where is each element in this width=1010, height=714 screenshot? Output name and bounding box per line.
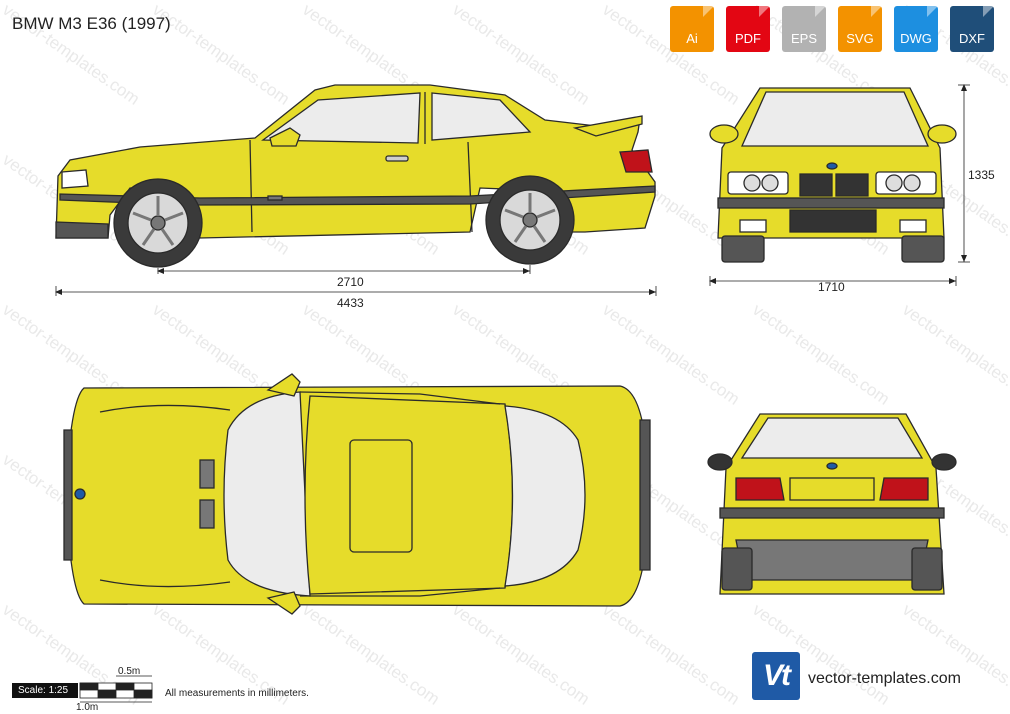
front-view [709,87,957,263]
width-label: 1710 [818,280,845,294]
scale-label: Scale: 1:25 [12,683,78,698]
one-meter-label: 1.0m [76,702,99,713]
file-fold-icon [927,6,938,17]
format-eps-button[interactable]: EPS [782,6,826,52]
top-view [63,373,651,615]
measurement-note: All measurements in millimeters. [165,688,309,699]
format-pdf-button[interactable]: PDF [726,6,770,52]
format-label: DXF [959,31,985,46]
format-ai-button[interactable]: Ai [670,6,714,52]
half-meter-label: 0.5m [118,666,141,677]
format-dwg-button[interactable]: DWG [894,6,938,52]
height-label: 1335 [968,168,995,182]
front-dimension-lines [709,84,970,286]
format-label: DWG [900,31,932,46]
site-link[interactable]: vector-templates.com [808,670,961,687]
format-label: Ai [686,31,698,46]
page-title: BMW M3 E36 (1997) [12,14,171,33]
format-label: SVG [846,31,874,46]
length-label: 4433 [337,296,364,310]
format-label: EPS [790,31,817,46]
wheelbase-label: 2710 [337,275,364,289]
format-dxf-button[interactable]: DXF [950,6,994,52]
file-fold-icon [759,6,770,17]
side-view [55,84,656,268]
file-fold-icon [815,6,826,17]
format-svg-button[interactable]: SVG [838,6,882,52]
format-label: PDF [735,31,761,46]
file-fold-icon [983,6,994,17]
file-fold-icon [871,6,882,17]
vector-templates-logo[interactable]: Vt [752,652,800,700]
scale-bar [79,675,153,703]
rear-view [707,413,957,595]
file-fold-icon [703,6,714,17]
side-dimension-lines [55,265,657,296]
